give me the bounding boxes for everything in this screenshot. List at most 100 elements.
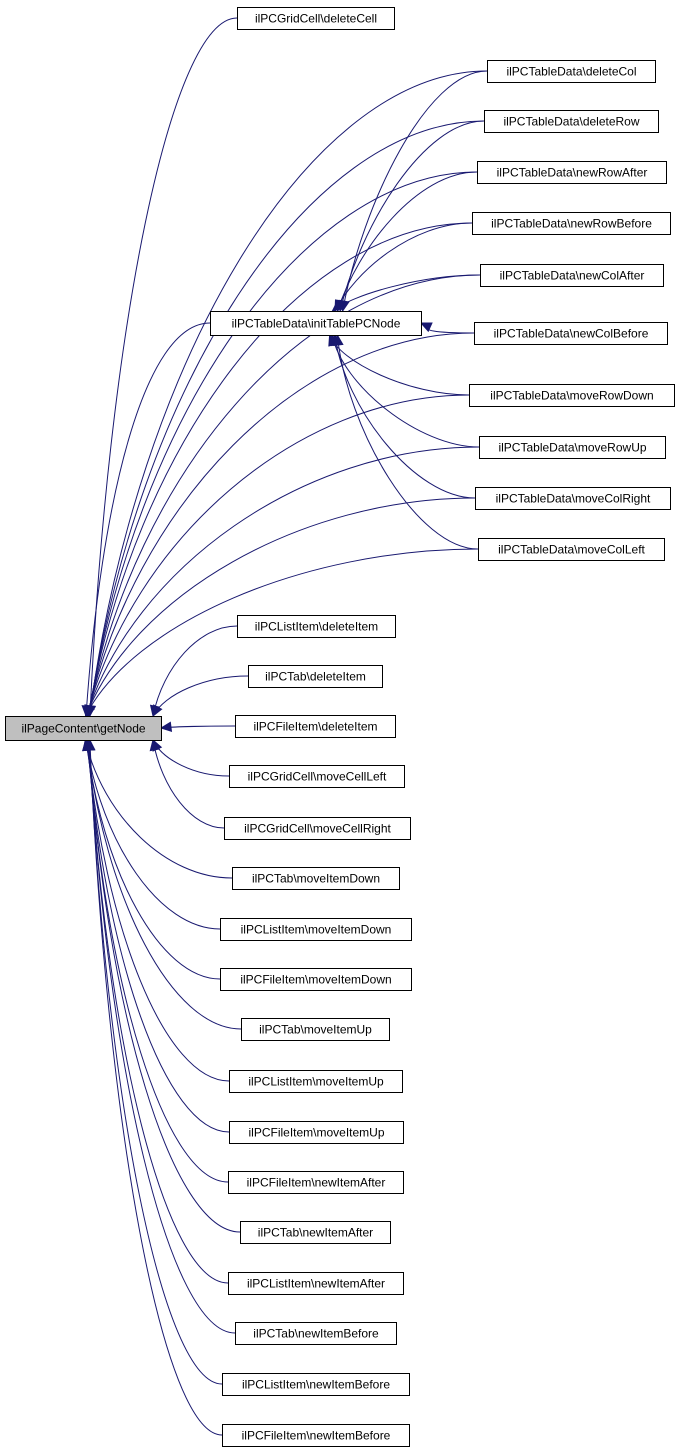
node-ilpctabledata-newcolbefore[interactable]: ilPCTableData\newColBefore [474, 322, 668, 345]
node-ilpctabledata-deletecol[interactable]: ilPCTableData\deleteCol [487, 60, 656, 83]
edge-ilpctabledata-newcolbefore-to-get-node [86, 332, 475, 717]
node-ilpctab-deleteitem[interactable]: ilPCTab\deleteItem [248, 665, 383, 688]
node-box [229, 765, 405, 788]
node-ilpcfileitem-deleteitem[interactable]: ilPCFileItem\deleteItem [235, 715, 396, 738]
edge-ilpclistitem-newitembefore-to-get-node [88, 739, 223, 1385]
node-label: ilPCGridCell\moveCellLeft [248, 770, 387, 784]
node-label: ilPCListItem\moveItemDown [241, 923, 392, 937]
node-label: ilPCTableData\newColAfter [500, 269, 645, 283]
edge-ilpctabledata-newcolafter-to-init-table-pc-node [332, 274, 481, 312]
node-label: ilPCTableData\deleteRow [503, 115, 639, 129]
edge-ilpctabledata-newrowafter-to-init-table-pc-node [337, 171, 478, 312]
node-ilpctabledata-newcolafter[interactable]: ilPCTableData\newColAfter [480, 264, 664, 287]
node-ilpctabledata-movecolleft[interactable]: ilPCTableData\moveColLeft [478, 538, 665, 561]
node-label: ilPCListItem\deleteItem [255, 620, 378, 634]
node-ilpctab-moveitemup[interactable]: ilPCTab\moveItemUp [241, 1018, 390, 1041]
edges-layer [81, 17, 488, 1436]
edge-ilpctabledata-moverowup-to-get-node [85, 446, 480, 717]
edge-ilpctab-deleteitem-to-get-node [152, 675, 249, 717]
edge-ilpclistitem-deleteitem-to-get-node [152, 625, 238, 717]
arrowhead [331, 300, 344, 312]
edge-ilpctabledata-movecolright-to-get-node [85, 497, 476, 717]
node-label: ilPCTableData\newRowAfter [497, 166, 648, 180]
node-box [472, 212, 671, 235]
node-box [237, 7, 395, 30]
arrowhead [81, 705, 92, 718]
node-box [479, 436, 666, 459]
node-label: ilPCTableData\initTablePCNode [232, 317, 401, 331]
node-ilpcfileitem-newitemafter[interactable]: ilPCFileItem\newItemAfter [228, 1171, 404, 1194]
arrowhead [419, 322, 433, 333]
edge-ilpcgridcell-deletecell-to-get-node [89, 17, 238, 717]
node-ilpctab-moveitemdown[interactable]: ilPCTab\moveItemDown [232, 867, 400, 890]
node-label: ilPCTab\moveItemUp [259, 1023, 372, 1037]
node-label: ilPCTableData\newColBefore [494, 327, 649, 341]
node-box [237, 615, 396, 638]
node-box [222, 1424, 410, 1447]
node-ilpctabledata-newrowbefore[interactable]: ilPCTableData\newRowBefore [472, 212, 671, 235]
edge-ilpctab-moveitemdown-to-get-node [84, 739, 233, 879]
node-box [228, 1171, 404, 1194]
node-label: ilPCGridCell\deleteCell [255, 12, 377, 26]
node-ilpcfileitem-moveitemup[interactable]: ilPCFileItem\moveItemUp [229, 1121, 404, 1144]
node-box [469, 384, 675, 407]
node-ilpcgridcell-movecellleft[interactable]: ilPCGridCell\moveCellLeft [229, 765, 405, 788]
node-ilpcfileitem-newitembefore[interactable]: ilPCFileItem\newItemBefore [222, 1424, 410, 1447]
node-box [228, 1272, 404, 1295]
edge-ilpctabledata-moverowup-to-init-table-pc-node [331, 334, 480, 448]
node-box [229, 1070, 403, 1093]
node-box [229, 1121, 404, 1144]
node-box [222, 1373, 410, 1396]
node-label: ilPageContent\getNode [21, 722, 145, 736]
node-label: ilPCTab\deleteItem [265, 670, 366, 684]
node-box [5, 716, 162, 741]
edge-ilpcgridcell-movecellleft-to-get-node [152, 739, 230, 777]
node-ilpclistitem-newitembefore[interactable]: ilPCListItem\newItemBefore [222, 1373, 410, 1396]
node-label: ilPCFileItem\newItemBefore [242, 1429, 391, 1443]
edge-ilpctabledata-moverowdown-to-get-node [86, 394, 470, 717]
node-ilpclistitem-moveitemup[interactable]: ilPCListItem\moveItemUp [229, 1070, 403, 1093]
node-box [484, 110, 659, 133]
node-label: ilPCGridCell\moveCellRight [244, 822, 391, 836]
node-ilpcgridcell-movecellright[interactable]: ilPCGridCell\moveCellRight [224, 817, 411, 840]
node-label: ilPCFileItem\deleteItem [253, 720, 377, 734]
node-label: ilPCTableData\moveColRight [496, 492, 651, 506]
node-ilpctabledata-deleterow[interactable]: ilPCTableData\deleteRow [484, 110, 659, 133]
edge-init-table-pc-node-to-get-node [85, 322, 211, 717]
edge-ilpctab-newitemafter-to-get-node [87, 739, 241, 1233]
node-box [220, 918, 412, 941]
node-box [235, 1322, 397, 1345]
edge-ilpctab-moveitemup-to-get-node [86, 739, 242, 1030]
node-box [248, 665, 383, 688]
node-box [487, 60, 656, 83]
node-ilpcgridcell-deletecell[interactable]: ilPCGridCell\deleteCell [237, 7, 395, 30]
node-box [210, 311, 422, 336]
node-label: ilPCTableData\newRowBefore [491, 217, 652, 231]
node-box [240, 1221, 391, 1244]
node-box [474, 322, 668, 345]
node-ilpctab-newitemafter[interactable]: ilPCTab\newItemAfter [240, 1221, 391, 1244]
node-ilpctabledata-newrowafter[interactable]: ilPCTableData\newRowAfter [477, 161, 667, 184]
node-ilpctabledata-moverowdown[interactable]: ilPCTableData\moveRowDown [469, 384, 675, 407]
node-ilpagecontent-getnode[interactable]: ilPageContent\getNode [5, 716, 162, 741]
edge-ilpctabledata-newcolafter-to-get-node [87, 274, 481, 717]
arrowhead [159, 721, 173, 732]
edge-ilpctabledata-movecolleft-to-init-table-pc-node [336, 334, 479, 550]
node-box [475, 487, 671, 510]
node-label: ilPCListItem\newItemBefore [242, 1378, 390, 1392]
node-ilpcfileitem-moveitemdown[interactable]: ilPCFileItem\moveItemDown [220, 968, 412, 991]
node-ilpclistitem-deleteitem[interactable]: ilPCListItem\deleteItem [237, 615, 396, 638]
node-ilpctabledata-moverowup[interactable]: ilPCTableData\moveRowUp [479, 436, 666, 459]
node-ilpctabledata-inittablepcnode[interactable]: ilPCTableData\initTablePCNode [210, 311, 422, 336]
arrowhead [333, 333, 344, 346]
node-label: ilPCListItem\moveItemUp [248, 1075, 384, 1089]
node-label: ilPCListItem\newItemAfter [247, 1277, 385, 1291]
node-ilpclistitem-moveitemdown[interactable]: ilPCListItem\moveItemDown [220, 918, 412, 941]
node-ilpctabledata-movecolright[interactable]: ilPCTableData\moveColRight [475, 487, 671, 510]
node-ilpclistitem-newitemafter[interactable]: ilPCListItem\newItemAfter [228, 1272, 404, 1295]
edge-ilpctabledata-deletecol-to-get-node [88, 70, 488, 717]
edge-ilpcgridcell-movecellright-to-get-node [152, 739, 225, 829]
node-ilpctab-newitembefore[interactable]: ilPCTab\newItemBefore [235, 1322, 397, 1345]
arrowhead [85, 738, 96, 751]
